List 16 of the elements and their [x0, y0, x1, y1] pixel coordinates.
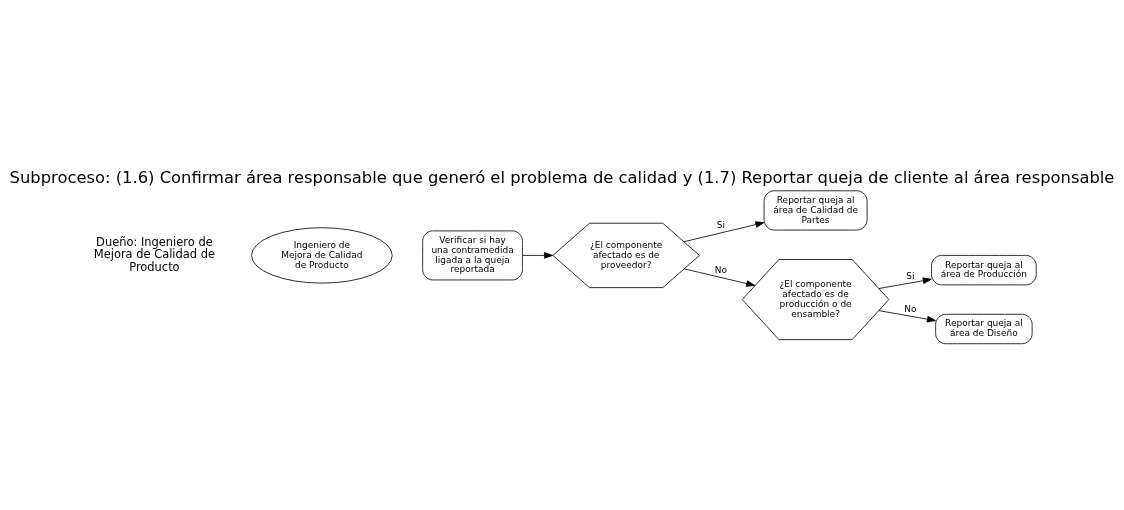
arrow — [683, 221, 765, 243]
edge-label: No — [904, 304, 917, 315]
node-box: Reportar queja al área de Producción — [931, 255, 1037, 286]
arrow — [683, 268, 756, 287]
label: Dueño: Ingeniero de Mejora de Calidad de Producto — [93, 235, 216, 274]
edge-label: Si — [906, 270, 915, 281]
node-box: Verificar si hay una contramedida ligada a la queja reportada — [422, 230, 523, 281]
edge-label: Si — [716, 220, 725, 231]
arrow — [878, 277, 932, 289]
diagram-title: Subproceso: (1.6) Confirmar área responsable que generó el problema de calidad y (1.7) Reportar queja de cliente al área responsable — [9, 167, 1115, 187]
node-box: Reportar queja al área de Diseño — [935, 313, 1033, 345]
node-ellipse: Ingeniero de Mejora de Calidad de Producto — [251, 227, 393, 284]
node-box: Reportar queja al área de Calidad de Partes — [763, 190, 868, 231]
arrow — [522, 252, 554, 259]
arrow — [878, 310, 936, 323]
edge-label: No — [714, 265, 727, 276]
